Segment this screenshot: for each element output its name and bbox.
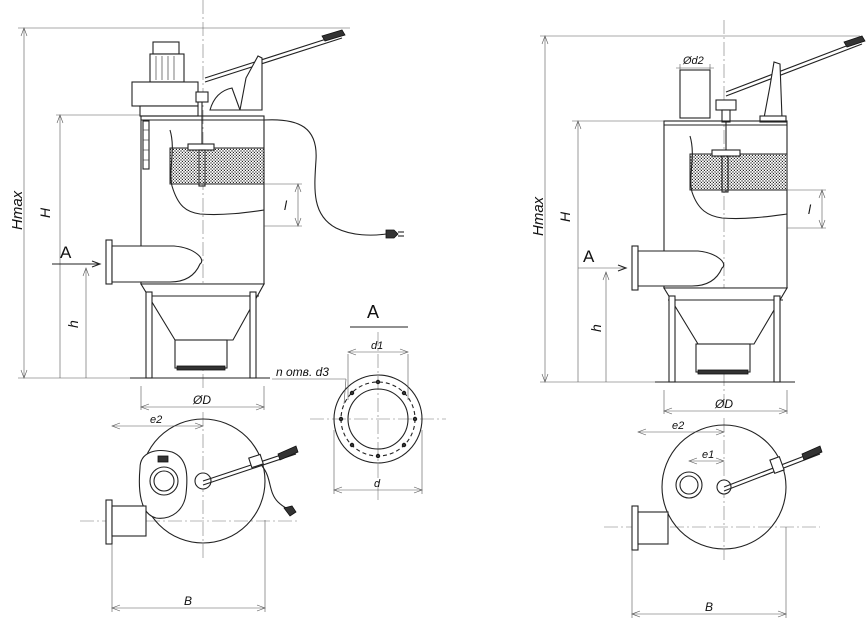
e1-label: e1 — [702, 449, 714, 461]
h-upper-label: H — [37, 207, 53, 218]
e2-left-label: e2 — [150, 414, 162, 426]
left-top-view — [80, 412, 300, 612]
h-lower-label: h — [65, 320, 81, 328]
l-right-label: l — [808, 202, 812, 217]
od-right-label: ØD — [714, 397, 733, 411]
b-left-label: B — [184, 594, 192, 608]
od-label: ØD — [192, 393, 211, 407]
hmax-right-label: Hmax — [530, 196, 547, 236]
b-right-label: B — [705, 600, 713, 614]
h-upper-right-label: H — [557, 211, 573, 222]
right-front-view — [540, 20, 866, 415]
d1-label: d1 — [371, 340, 383, 352]
inlet-a-label: A — [60, 243, 72, 262]
od2-label: Ød2 — [682, 55, 704, 67]
e2-right-label: e2 — [672, 420, 684, 432]
right-top-view — [604, 418, 823, 618]
hmax-label: Hmax — [9, 190, 26, 230]
l-label: l — [284, 198, 288, 213]
section-a-flange — [272, 326, 446, 500]
inlet-a-right-label: A — [583, 247, 595, 266]
holes-label: n отв. d3 — [276, 365, 329, 379]
section-a-label: A — [367, 302, 379, 322]
d-label: d — [374, 478, 381, 490]
h-lower-right-label: h — [588, 324, 604, 332]
left-front-view — [18, 0, 404, 411]
